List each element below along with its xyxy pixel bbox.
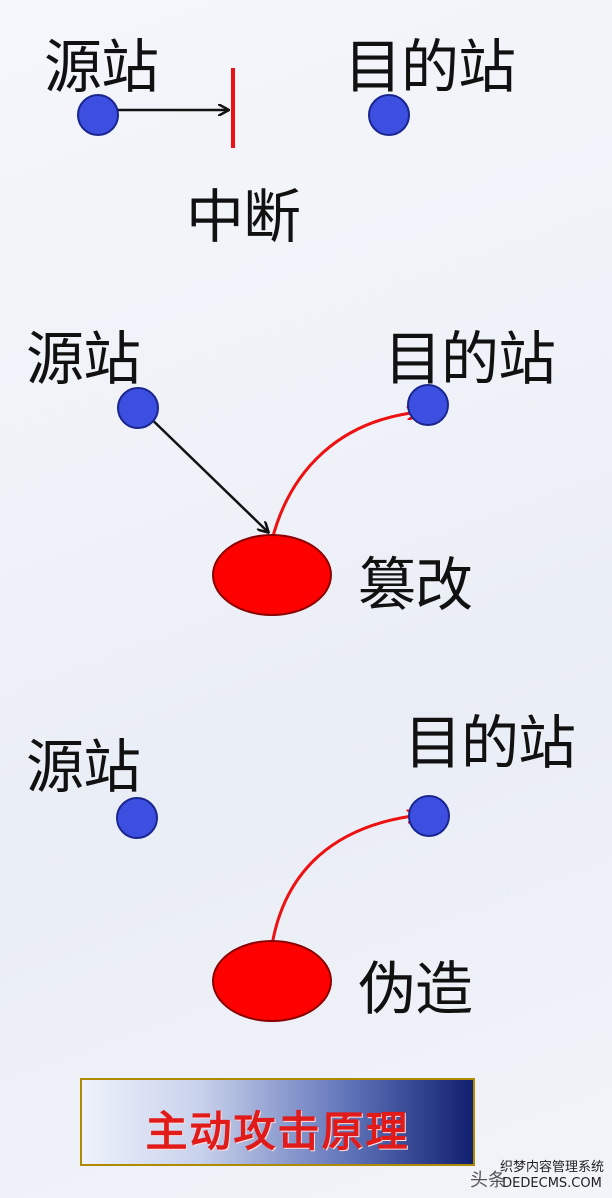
modify-forward-arrow: [139, 407, 268, 532]
interrupt-destination-node: [368, 94, 410, 136]
modify-destination-node: [407, 384, 449, 426]
fabricate-attacker-node: [212, 940, 332, 1022]
modify-attack-label: 篡改: [358, 551, 473, 619]
banner-title: 主动攻击原理: [145, 1107, 410, 1156]
watermark-left-text: 头条: [470, 1170, 506, 1191]
fabricate-attack-label: 伪造: [358, 955, 473, 1023]
fabricate-source-label: 源站: [26, 733, 141, 801]
modify-attacker-node: [212, 534, 332, 616]
modify-destination-label: 目的站: [384, 325, 556, 393]
fabricate-attack-arrow: [270, 815, 420, 946]
interrupt-source-label: 源站: [44, 33, 159, 101]
interrupt-attack-label: 中断: [186, 183, 301, 251]
interrupt-source-node: [77, 94, 119, 136]
title-banner: 主动攻击原理: [80, 1078, 475, 1166]
modify-attack-arrow: [270, 412, 420, 541]
watermark-right: 织梦内容管理系统 DEDECMS.COM: [500, 1160, 604, 1192]
fabricate-destination-label: 目的站: [404, 709, 576, 777]
watermark-right-bottom: DEDECMS.COM: [502, 1176, 602, 1191]
modify-source-node: [117, 387, 159, 429]
interrupt-destination-label: 目的站: [344, 33, 516, 101]
modify-source-label: 源站: [26, 325, 141, 393]
fabricate-source-node: [116, 797, 158, 839]
fabricate-destination-node: [408, 795, 450, 837]
watermark-right-top: 织梦内容管理系统: [500, 1160, 605, 1175]
